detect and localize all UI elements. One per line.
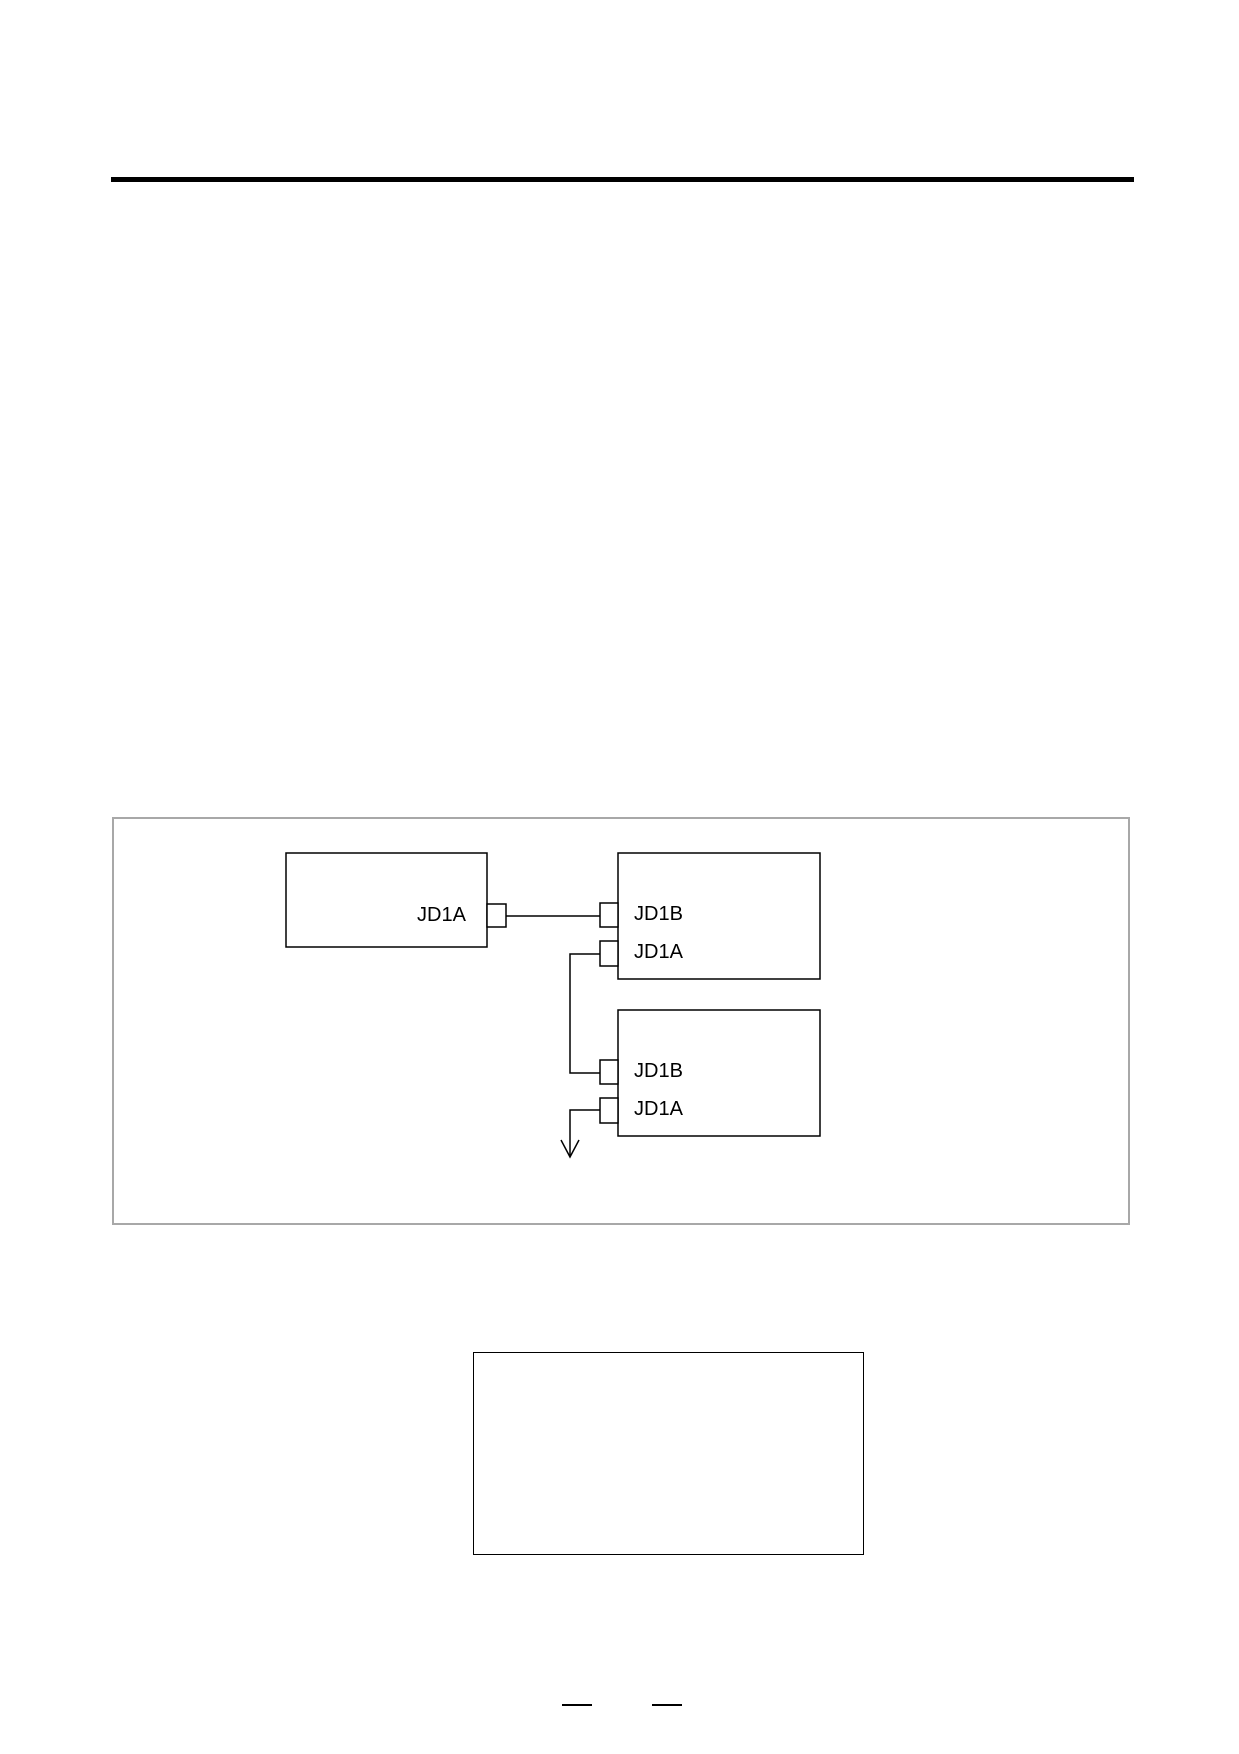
figure-frame bbox=[112, 817, 1130, 1225]
lower-box bbox=[473, 1352, 864, 1555]
unit-b: JD1B JD1A bbox=[599, 852, 821, 980]
unit-c-port-jd1b-label: JD1B bbox=[634, 1060, 683, 1082]
unit-b-port-jd1a-label: JD1A bbox=[634, 941, 684, 963]
header-rule bbox=[111, 177, 1134, 182]
footer-dash-right bbox=[652, 1704, 682, 1706]
continuation-arrow-icon bbox=[560, 1139, 580, 1159]
unit-b-port-jd1b-label: JD1B bbox=[634, 903, 683, 925]
unit-b-port-jd1b-connector bbox=[599, 902, 619, 928]
cable-c-jd1a-continuation bbox=[569, 1109, 600, 1156]
unit-c-port-jd1a-label: JD1A bbox=[634, 1098, 684, 1120]
footer-dash-left bbox=[562, 1704, 592, 1706]
unit-a-box bbox=[285, 852, 488, 948]
unit-c-port-jd1b-connector bbox=[599, 1059, 619, 1085]
unit-a-port-jd1a-connector bbox=[486, 903, 507, 928]
cable-b-jd1a-to-c-jd1b bbox=[569, 953, 600, 1074]
unit-b-port-jd1a-connector bbox=[599, 940, 619, 967]
unit-c-port-jd1a-connector bbox=[599, 1097, 619, 1124]
unit-c: JD1B JD1A bbox=[599, 1009, 821, 1137]
unit-a: JD1A bbox=[285, 852, 507, 948]
unit-a-port-jd1a-label: JD1A bbox=[417, 904, 467, 926]
